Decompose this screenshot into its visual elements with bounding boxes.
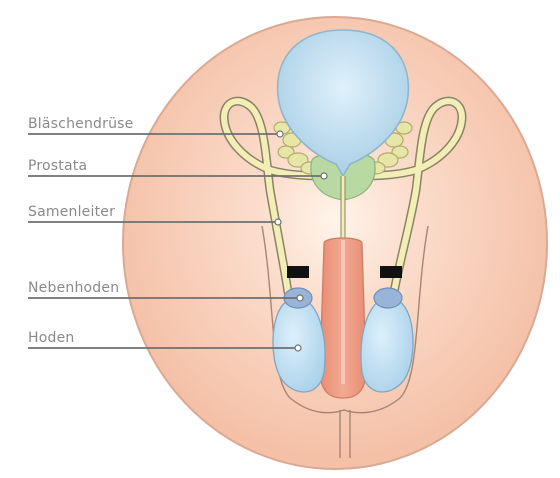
label-seminal-vesicle: Bläschendrüse xyxy=(28,116,133,132)
testis-right xyxy=(360,297,414,393)
label-epididymis: Nebenhoden xyxy=(28,280,119,296)
vas-deferens-right-inner xyxy=(351,98,466,295)
leader-dots xyxy=(274,130,328,352)
leader-lines xyxy=(28,133,322,349)
clamp-left xyxy=(287,266,309,278)
clamp-right xyxy=(380,266,402,278)
label-testis: Hoden xyxy=(28,330,74,346)
label-prostate: Prostata xyxy=(28,158,87,174)
vas-deferens-left-inner xyxy=(220,98,335,295)
epididymis-right xyxy=(373,287,403,309)
label-vas-deferens: Samenleiter xyxy=(28,204,115,220)
